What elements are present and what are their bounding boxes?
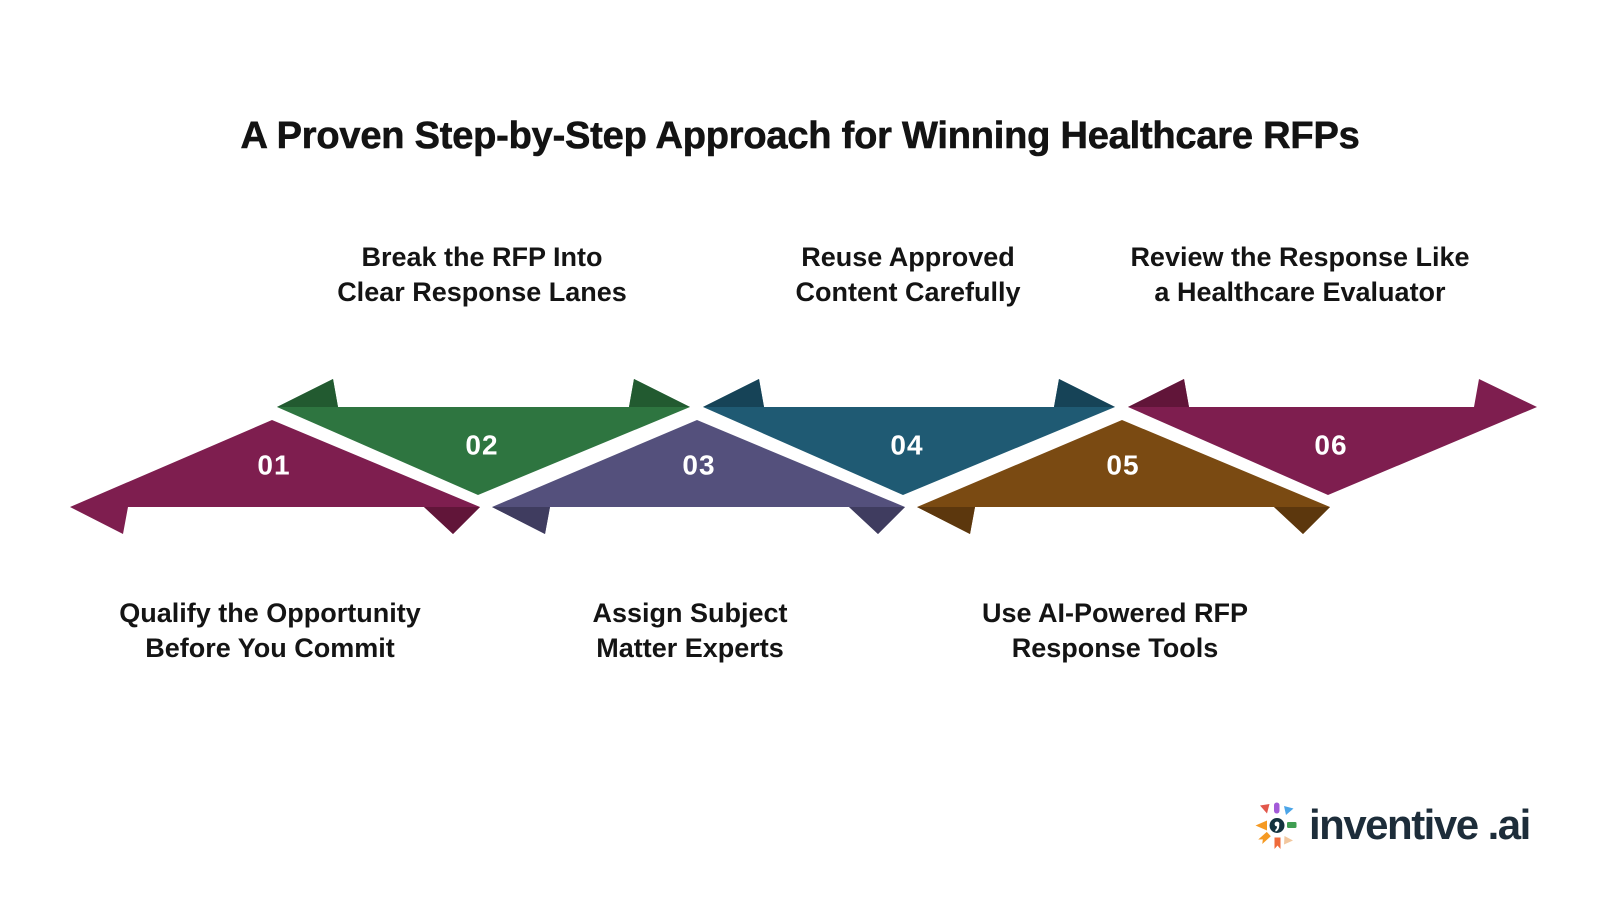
logo-comma-tail	[1275, 825, 1280, 832]
step-4-label: Reuse Approved Content Carefully	[795, 240, 1020, 310]
step-1-number: 01	[257, 450, 290, 481]
step-5-label-line-1: Use AI-Powered RFP	[981, 598, 1249, 628]
step-1-label-line-1: Qualify the Opportunity	[119, 598, 421, 628]
step-5-label-line-2: Response Tools	[1011, 633, 1219, 663]
step-3-fold-tail-2	[849, 507, 905, 534]
step-5-arrow	[917, 420, 1330, 534]
step-3-fold-tail-1	[492, 507, 550, 534]
step-2-label-line-1: Break the RFP Into	[361, 242, 603, 272]
step-5-fold-tail-2	[1274, 507, 1330, 534]
step-6-label-line-1: Review the Response Like	[1130, 242, 1470, 272]
step-4-number: 04	[890, 430, 923, 461]
step-3-number: 03	[682, 450, 715, 481]
step-4-fold-tail-2	[1054, 379, 1115, 407]
step-3-label-line-1: Assign Subject	[592, 598, 788, 628]
step-3-label: Assign Subject Matter Experts	[592, 596, 787, 666]
logo-spoke-bottom-left	[1258, 831, 1271, 844]
logo-brand: inventive	[1309, 801, 1479, 848]
inventive-logo: inventive .ai	[1253, 797, 1532, 853]
step-6-fold-tail-1	[1128, 379, 1189, 407]
step-1-label: Qualify the Opportunity Before You Commi…	[119, 596, 421, 666]
inventive-logo-text: inventive .ai	[1309, 801, 1532, 849]
step-6-number: 06	[1314, 430, 1347, 461]
logo-spoke-top-left	[1260, 804, 1270, 814]
logo-spoke-top-right	[1284, 806, 1294, 815]
logo-spoke-top	[1274, 802, 1280, 814]
logo-spoke-bottom-right	[1284, 836, 1293, 845]
step-2-number: 02	[465, 430, 498, 461]
inventive-logo-icon	[1255, 802, 1297, 849]
step-2-fold-tail-2	[629, 379, 690, 407]
logo-spoke-left	[1255, 820, 1267, 831]
step-6-label-line-2: a Healthcare Evaluator	[1154, 277, 1446, 307]
step-2-label-line-2: Clear Response Lanes	[337, 277, 627, 307]
step-4-label-line-1: Reuse Approved	[801, 242, 1015, 272]
step-1-arrow	[70, 420, 480, 534]
step-5-number: 05	[1106, 450, 1139, 481]
step-3-arrow	[492, 420, 905, 534]
step-4-fold-tail-1	[703, 379, 764, 407]
step-6-arrow	[1128, 379, 1537, 495]
step-3-label-line-2: Matter Experts	[596, 633, 784, 663]
step-4-arrow	[703, 379, 1115, 495]
page-title: A Proven Step-by-Step Approach for Winni…	[240, 115, 1360, 158]
step-4-label-line-2: Content Carefully	[795, 277, 1021, 307]
step-6-label: Review the Response Like a Healthcare Ev…	[1130, 240, 1469, 310]
step-1-label-line-2: Before You Commit	[145, 633, 395, 663]
step-2-label: Break the RFP Into Clear Response Lanes	[337, 240, 627, 310]
logo-spoke-bottom	[1274, 837, 1281, 849]
step-5-fold-tail-1	[917, 507, 975, 534]
step-5-label: Use AI-Powered RFP Response Tools	[982, 596, 1248, 666]
logo-tld: .ai	[1487, 801, 1532, 848]
logo-spoke-right	[1287, 822, 1297, 828]
step-1-fold-tail-1	[424, 507, 480, 534]
step-2-arrow	[277, 379, 690, 495]
step-2-fold-tail-1	[277, 379, 338, 407]
